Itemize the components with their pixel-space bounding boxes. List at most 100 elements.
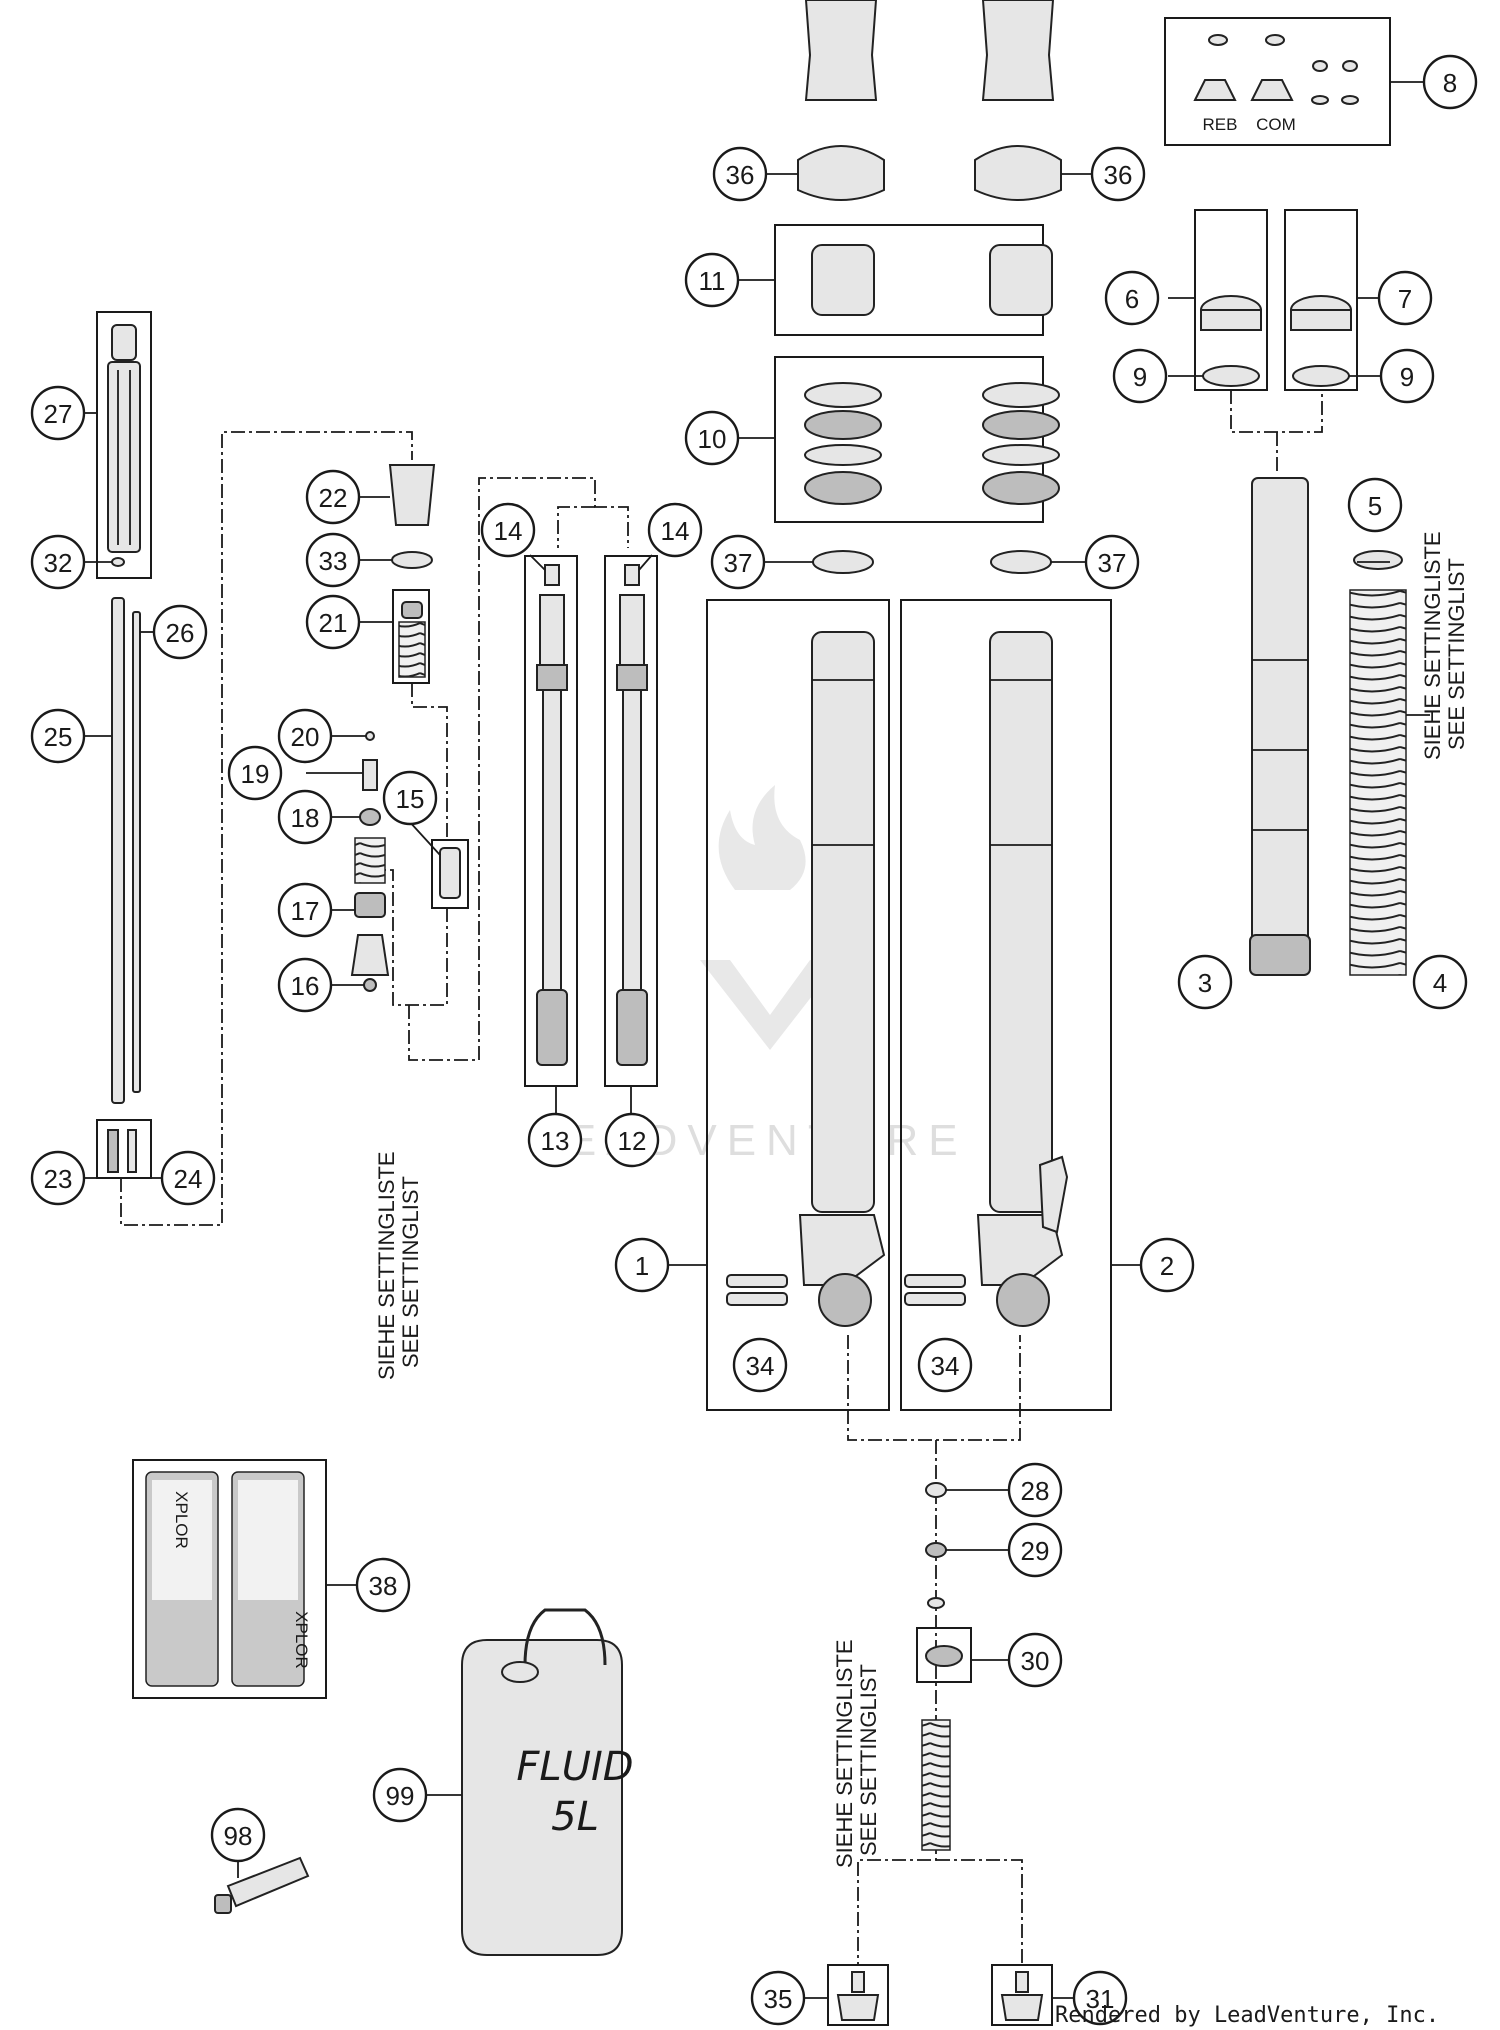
callout-number: 12 (618, 1126, 647, 1156)
callout-9[interactable]: 9 (1379, 348, 1435, 404)
callout-20[interactable]: 20 (277, 708, 333, 764)
callout-28[interactable]: 28 (1007, 1462, 1063, 1518)
callout-16[interactable]: 16 (277, 957, 333, 1013)
callout-circle (277, 789, 333, 845)
callout-circle (604, 1112, 660, 1168)
callout-37[interactable]: 37 (1084, 534, 1140, 590)
callout-circle (732, 1337, 788, 1393)
callout-9[interactable]: 9 (1112, 348, 1168, 404)
callout-circle (917, 1337, 973, 1393)
callout-4[interactable]: 4 (1412, 954, 1468, 1010)
callout-98[interactable]: 98 (210, 1807, 266, 1863)
frame-7 (1284, 209, 1358, 391)
callout-38[interactable]: 38 (355, 1557, 411, 1613)
parts-23-24 (107, 1129, 137, 1173)
callout-number: 38 (369, 1571, 398, 1601)
callout-circle (1007, 1632, 1063, 1688)
callout-15[interactable]: 15 (382, 770, 438, 826)
callout-24[interactable]: 24 (160, 1150, 216, 1206)
callout-number: 10 (698, 424, 727, 454)
callout-12[interactable]: 12 (604, 1112, 660, 1168)
callout-7[interactable]: 7 (1377, 270, 1433, 326)
callout-31[interactable]: 31 (1072, 1970, 1128, 2026)
callout-number: 14 (661, 516, 690, 546)
callout-circle (227, 745, 283, 801)
callout-number: 36 (726, 160, 755, 190)
callout-circle (750, 1970, 806, 2026)
callout-circle (372, 1767, 428, 1823)
callout-25[interactable]: 25 (30, 708, 86, 764)
callout-6[interactable]: 6 (1104, 270, 1160, 326)
watermark: LEADVENTURE (532, 785, 958, 1165)
note-see-bottom: SEE SETTINGLIST (856, 1664, 881, 1856)
upper-fork-stubs (797, 0, 1062, 201)
callout-14[interactable]: 14 (480, 502, 536, 558)
callout-circle (712, 146, 768, 202)
callout-99[interactable]: 99 (372, 1767, 428, 1823)
callout-number: 23 (44, 1164, 73, 1194)
callout-number: 1 (635, 1251, 649, 1281)
callout-23[interactable]: 23 (30, 1150, 86, 1206)
decal-sheet-38: XPLOR XPLOR (145, 1471, 311, 1687)
callout-17[interactable]: 17 (277, 882, 333, 938)
callout-18[interactable]: 18 (277, 789, 333, 845)
callout-number: 2 (1160, 1251, 1174, 1281)
note-siehe-bottom: SIEHE SETTINGLISTE (832, 1639, 857, 1868)
callout-circle (1422, 54, 1478, 110)
callout-37[interactable]: 37 (710, 534, 766, 590)
callout-26[interactable]: 26 (152, 604, 208, 660)
callout-11[interactable]: 11 (684, 252, 740, 308)
callout-1[interactable]: 1 (614, 1237, 670, 1293)
lower-parts-28-30 (921, 1482, 963, 1851)
label-com: COM (1256, 115, 1296, 134)
callout-22[interactable]: 22 (305, 469, 361, 525)
callout-27[interactable]: 27 (30, 385, 86, 441)
seals-10 (804, 382, 1060, 505)
callout-13[interactable]: 13 (527, 1112, 583, 1168)
callout-circle (277, 708, 333, 764)
callout-number: 99 (386, 1781, 415, 1811)
callout-36[interactable]: 36 (1090, 146, 1146, 202)
cartridge-tube-3 (1249, 477, 1311, 976)
callout-number: 11 (699, 266, 726, 296)
callout-3[interactable]: 3 (1177, 954, 1233, 1010)
callout-number: 28 (1021, 1476, 1050, 1506)
callout-2[interactable]: 2 (1139, 1237, 1195, 1293)
callout-circle (30, 534, 86, 590)
callout-10[interactable]: 10 (684, 410, 740, 466)
callout-circle (1139, 1237, 1195, 1293)
callout-number: 15 (396, 784, 425, 814)
callout-21[interactable]: 21 (305, 594, 361, 650)
setting-notes: SIEHE SETTINGLISTE SEE SETTINGLIST SIEHE… (374, 531, 1469, 1868)
callout-33[interactable]: 33 (305, 532, 361, 588)
decal-text-left: XPLOR (172, 1491, 191, 1549)
callout-14[interactable]: 14 (647, 502, 703, 558)
callout-number: 8 (1443, 68, 1457, 98)
callout-number: 13 (541, 1126, 570, 1156)
callout-19[interactable]: 19 (227, 745, 283, 801)
callout-circle (277, 957, 333, 1013)
note-siehe-right: SIEHE SETTINGLISTE (1420, 531, 1445, 760)
callout-32[interactable]: 32 (30, 534, 86, 590)
callout-8[interactable]: 8 (1422, 54, 1478, 110)
callout-number: 29 (1021, 1536, 1050, 1566)
callout-number: 20 (291, 722, 320, 752)
callout-circle (30, 708, 86, 764)
callout-number: 18 (291, 803, 320, 833)
note-see-right: SEE SETTINGLIST (1444, 558, 1469, 750)
callout-34[interactable]: 34 (732, 1337, 788, 1393)
callout-5[interactable]: 5 (1347, 477, 1403, 533)
callout-29[interactable]: 29 (1007, 1522, 1063, 1578)
callout-34[interactable]: 34 (917, 1337, 973, 1393)
callout-circle (614, 1237, 670, 1293)
callout-30[interactable]: 30 (1007, 1632, 1063, 1688)
callout-number: 35 (764, 1984, 793, 2014)
callout-36[interactable]: 36 (712, 146, 768, 202)
callout-number: 36 (1104, 160, 1133, 190)
callout-circle (684, 252, 740, 308)
callout-number: 16 (291, 971, 320, 1001)
callout-35[interactable]: 35 (750, 1970, 806, 2026)
callout-number: 7 (1398, 284, 1412, 314)
callout-number: 9 (1133, 362, 1147, 392)
